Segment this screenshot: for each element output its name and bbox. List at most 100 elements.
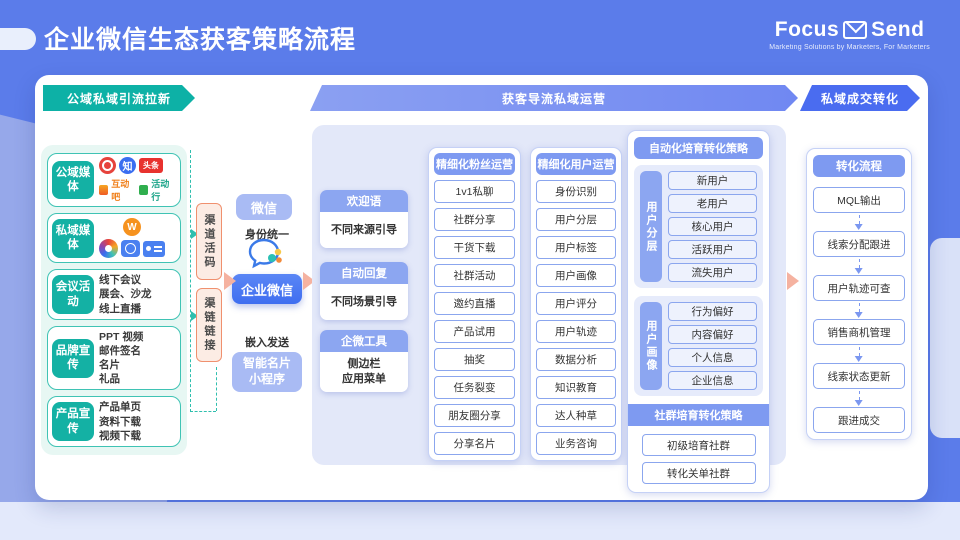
user-ops-item: 用户标签 xyxy=(536,236,616,259)
user-ops-item: 数据分析 xyxy=(536,348,616,371)
user-profile-item: 个人信息 xyxy=(668,348,757,367)
zhihu-icon: 知 xyxy=(119,157,136,174)
envelope-icon xyxy=(843,21,868,39)
user-ops-item: 用户评分 xyxy=(536,292,616,315)
user-profile-item: 内容偏好 xyxy=(668,325,757,344)
community-item: 转化关单社群 xyxy=(641,462,756,484)
user-profile-group: 用户画像 行为偏好 内容偏好 个人信息 企业信息 xyxy=(634,296,763,396)
user-layer-item: 新用户 xyxy=(668,171,757,190)
fans-ops-item: 抽奖 xyxy=(434,348,515,371)
fans-ops-item: 社群活动 xyxy=(434,264,515,287)
flow-arrow-to-conversion xyxy=(787,272,799,290)
flow-arrow-to-wecom xyxy=(224,272,236,290)
smart-card-line2: 小程序 xyxy=(248,372,285,386)
flow-step: 跟进成交 xyxy=(813,407,905,433)
auto-nurture-header: 自动化培育转化策略 xyxy=(634,137,763,159)
events-line-2: 展会、沙龙 xyxy=(99,288,152,301)
flow-step: 用户轨迹可查 xyxy=(813,275,905,301)
engage-box-auto-reply: 自动回复 不同场景引导 xyxy=(320,262,408,320)
logo-tagline: Marketing Solutions by Marketers, For Ma… xyxy=(769,44,930,51)
source-row-private-media: 私域媒体 W xyxy=(47,213,181,264)
connector-arrowhead-link xyxy=(191,311,198,321)
wecom-tools-body: 侧边栏 应用菜单 xyxy=(320,352,408,392)
fans-ops-item: 1v1私聊 xyxy=(434,180,515,203)
identity-unify-label: 身份统一 xyxy=(245,229,289,241)
fans-ops-item: 朋友圈分享 xyxy=(434,404,515,427)
community-item: 初级培育社群 xyxy=(641,434,756,456)
stage-arrow-acquisition: 公域私域引流拉新 xyxy=(43,85,195,111)
huodongxing-label: 活动行 xyxy=(151,179,170,202)
toutiao-icon: 头条 xyxy=(139,158,163,173)
logo-focus-text: Focus xyxy=(774,18,840,41)
fans-ops-column: 精细化粉丝运营 1v1私聊 社群分享 干货下载 社群活动 邀约直播 产品试用 抽… xyxy=(428,147,521,461)
user-profile-label: 用户画像 xyxy=(640,302,662,390)
wecom-tools-header: 企微工具 xyxy=(320,330,408,352)
source-label-private-media: 私域媒体 xyxy=(52,218,94,258)
connector-arrowhead-qr xyxy=(191,229,198,239)
user-layer-label: 用户分层 xyxy=(640,171,662,282)
product-line-2: 资料下载 xyxy=(99,415,141,428)
dashed-connector-horizontal xyxy=(190,411,216,412)
dashed-connector-vertical-2 xyxy=(216,367,217,411)
product-line-1: 产品单页 xyxy=(99,401,141,414)
user-profile-item: 企业信息 xyxy=(668,371,757,390)
hudongba-label: 互动吧 xyxy=(111,179,130,202)
events-line-3: 线上直播 xyxy=(99,302,141,315)
source-row-brand: 品牌宣传 PPT 视频 邮件签名 名片 礼品 xyxy=(47,325,181,391)
conversion-flow-column: 转化流程 MQL输出 线索分配跟进 用户轨迹可查 销售商机管理 线索状态更新 跟… xyxy=(806,148,912,440)
wecom-tools-line2: 应用菜单 xyxy=(342,372,386,385)
hudongba-icon xyxy=(99,185,109,195)
stage-arrow-conversion: 私域成交转化 xyxy=(800,85,920,111)
wecom-tools-line1: 侧边栏 xyxy=(347,358,381,370)
huodongxing-icon xyxy=(139,185,149,195)
flow-step: 销售商机管理 xyxy=(813,319,905,345)
welcome-header: 欢迎语 xyxy=(320,190,408,212)
user-ops-item: 身份识别 xyxy=(536,180,616,203)
focussend-logo: Focus Send Marketing Solutions by Market… xyxy=(769,18,930,51)
events-line-1: 线下会议 xyxy=(99,274,141,287)
auto-reply-header: 自动回复 xyxy=(320,262,408,284)
weibo-icon xyxy=(99,157,116,174)
fans-ops-item: 分享名片 xyxy=(434,432,515,455)
flow-down-arrow xyxy=(813,345,905,363)
user-layer-item: 老用户 xyxy=(668,194,757,213)
wecom-logo-icon xyxy=(248,238,282,269)
auto-reply-body: 不同场景引导 xyxy=(320,284,408,320)
fans-ops-item: 干货下载 xyxy=(434,236,515,259)
background-right-shape xyxy=(930,238,960,438)
flow-step: 线索分配跟进 xyxy=(813,231,905,257)
title-accent-pill xyxy=(0,28,36,50)
engage-box-welcome: 欢迎语 不同来源引导 xyxy=(320,190,408,248)
user-ops-item: 达人种草 xyxy=(536,404,616,427)
user-ops-item: 用户轨迹 xyxy=(536,320,616,343)
webpage-icon xyxy=(121,240,140,258)
wecom-pill: 企业微信 xyxy=(232,274,302,304)
brand-line-1: PPT 视频 xyxy=(99,330,144,343)
auto-nurture-column: 自动化培育转化策略 用户分层 新用户 老用户 核心用户 活跃用户 流失用户 用户… xyxy=(627,130,770,493)
fans-ops-item: 任务裂变 xyxy=(434,376,515,399)
background-bottom-strip xyxy=(0,502,960,540)
source-label-brand: 品牌宣传 xyxy=(52,338,94,378)
welcome-body: 不同来源引导 xyxy=(320,212,408,248)
flow-step: 线索状态更新 xyxy=(813,363,905,389)
flow-down-arrow xyxy=(813,257,905,275)
embed-send-label: 嵌入发送 xyxy=(245,337,289,349)
fans-ops-item: 产品试用 xyxy=(434,320,515,343)
source-label-events: 会议活动 xyxy=(52,275,94,314)
user-ops-column: 精细化用户运营 身份识别 用户分层 用户标签 用户画像 用户评分 用户轨迹 数据… xyxy=(530,147,622,461)
wechat-pill: 微信 xyxy=(236,194,292,220)
flow-step: MQL输出 xyxy=(813,187,905,213)
fans-ops-header: 精细化粉丝运营 xyxy=(434,153,515,175)
engage-box-wecom-tools: 企微工具 侧边栏 应用菜单 xyxy=(320,330,408,392)
traffic-sources-panel: 公域媒体 知 头条 互动吧 活动行 私域媒体 xyxy=(41,145,187,455)
community-nurture-header: 社群培育转化策略 xyxy=(628,404,769,426)
user-layer-item: 流失用户 xyxy=(668,263,757,282)
flow-down-arrow xyxy=(813,389,905,407)
stage-arrow-private-ops: 获客导流私域运营 xyxy=(310,85,798,111)
user-layer-group: 用户分层 新用户 老用户 核心用户 活跃用户 流失用户 xyxy=(634,165,763,288)
wechat-channel-icon: W xyxy=(123,218,141,237)
source-label-product: 产品宣传 xyxy=(52,402,94,442)
user-ops-header: 精细化用户运营 xyxy=(536,153,616,175)
main-diagram-card: 公域私域引流拉新 获客导流私域运营 私域成交转化 公域媒体 知 头条 互动吧 xyxy=(35,75,928,500)
